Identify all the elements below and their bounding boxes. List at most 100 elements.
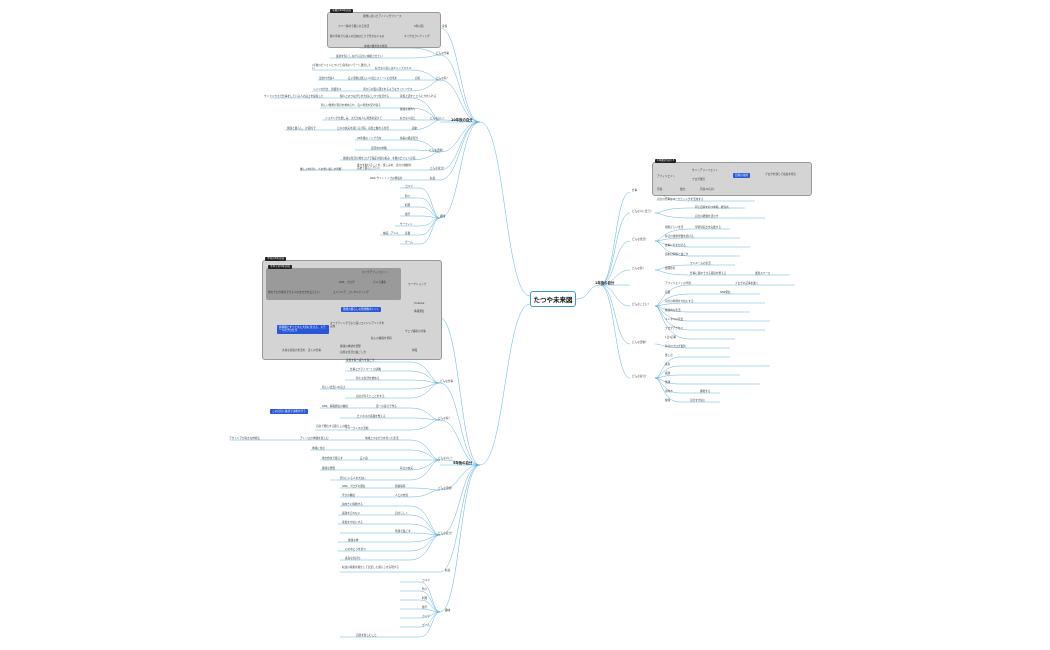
node-leaf[interactable]: 週末は家族と過ごす — [665, 253, 689, 256]
node-leaf[interactable]: 今後のビジョン計画 — [392, 157, 416, 160]
node-leaf[interactable]: 自分の経験を活かす — [695, 215, 719, 218]
node-leaf[interactable]: 広い部屋は楽しい人達とストーンに住宅を — [348, 77, 398, 80]
node-leaf[interactable]: 食事に気を付ける — [665, 244, 686, 247]
node-leaf[interactable]: サイトアフィリエイト — [692, 169, 718, 172]
node-self[interactable]: どんな自分？ — [430, 167, 446, 170]
node-leaf[interactable]: 毎日の運動習慣を続ける — [665, 235, 694, 238]
node-leaf[interactable]: アウトドアが好きな仲間と — [229, 437, 261, 440]
node-leaf[interactable]: Web サイトトップの増収を — [370, 177, 403, 180]
node-leaf[interactable]: 日々の充実を感じる計画、自然と触れる生活 — [337, 127, 389, 130]
node-leaf[interactable]: ワンルームの生活 — [690, 262, 711, 265]
node-leaf[interactable]: 好きな人達と — [400, 117, 416, 120]
node-leaf[interactable]: SNS、情報発信の継続 — [322, 405, 348, 408]
node-self-1y[interactable]: どんな自分？ — [632, 375, 648, 378]
node-leaf[interactable]: 最新を気にしながら自分に継続させたい — [336, 55, 383, 58]
node-leaf[interactable]: 個人年収でも収入の自由ひとりで見せないもの — [330, 35, 385, 38]
node-work-1y[interactable]: 仕事 — [632, 189, 638, 192]
node-leaf[interactable]: 地域に住む — [312, 447, 325, 450]
node-leaf[interactable]: 理想に近いピアノイングフリース — [363, 15, 402, 18]
node-leaf[interactable]: 読書 — [665, 291, 671, 294]
node-leaf[interactable]: 好きな人達にはギャップスキル — [375, 67, 412, 70]
branch-10year[interactable]: 10年後の自分 — [451, 118, 473, 122]
node-things-1y[interactable]: どんなことに？ — [632, 303, 651, 306]
node-leaf[interactable]: 自分らしく — [395, 512, 408, 515]
node-leaf[interactable]: 楽しむ — [665, 354, 673, 357]
node-leaf[interactable]: エンジニア、コンサルティング — [333, 291, 369, 294]
node-leaf[interactable]: 家族を振り返りを過ごす — [346, 359, 375, 362]
node-leaf[interactable]: ゴルフ — [422, 579, 430, 582]
node-leaf[interactable]: 温泉付き個人 — [319, 77, 335, 80]
node-people[interactable]: どんな人に？ — [430, 117, 446, 120]
node-leaf[interactable]: 仕事とプライベートの調和 — [350, 368, 382, 371]
node-self-5y[interactable]: どんな自分？ — [438, 532, 454, 535]
node-leaf[interactable]: 地方移住で暮らす — [322, 457, 343, 460]
node-leaf[interactable]: ビジネスの基盤を整える — [357, 415, 386, 418]
node-activity-5y[interactable]: どんな活動？ — [438, 487, 454, 490]
node-house[interactable]: どんな家？ — [436, 77, 449, 80]
node-leaf[interactable]: アフィリエイト — [657, 175, 676, 178]
node-leaf[interactable]: 前向きに挑戦する — [342, 503, 363, 506]
node-leaf[interactable]: 旅行 — [405, 213, 411, 216]
node-leaf[interactable]: 自分が考えたことをする — [356, 395, 385, 398]
node-leaf[interactable]: マーケティングでより深いエンジニアリングを実施 — [330, 322, 385, 328]
node-leaf[interactable]: 収益の基盤を確立して安定した暮らしを実現する — [342, 566, 399, 569]
node-hobby-5y[interactable]: 趣味 — [445, 609, 451, 612]
node-leaf[interactable]: 地方でも仕事ができる人の生き方を伝えたい — [268, 291, 320, 294]
node-leaf[interactable]: 挑戦する — [700, 390, 711, 393]
node-leaf[interactable]: 感謝を忘れない — [342, 512, 361, 515]
node-leaf[interactable]: 将来の資産配分 — [400, 137, 419, 140]
node-leaf[interactable]: アトリエの体験を楽しむ — [300, 437, 329, 440]
node-leaf[interactable]: 広い庭 — [360, 457, 368, 460]
node-leaf[interactable]: Youtube — [414, 302, 425, 305]
node-leaf[interactable]: 新たな生活を始める — [356, 377, 380, 380]
node-leaf[interactable]: 優しさを持ち、人を想い巡らす判断 — [300, 168, 342, 171]
node-leaf[interactable]: SNS発信 — [720, 291, 731, 294]
node-leaf[interactable]: 月収 — [657, 188, 663, 191]
node-leaf[interactable]: 規則正しい生活 — [665, 226, 684, 229]
node-leaf[interactable]: フリーランスの活動 — [345, 427, 369, 430]
node-family[interactable]: 家族 — [442, 25, 448, 28]
node-leaf[interactable]: 第一の自分で作る — [376, 405, 397, 408]
node-leaf[interactable]: 前向き — [665, 390, 673, 393]
node-leaf[interactable]: 個人とのつながりを大切にしつつ生活する — [340, 95, 390, 98]
node-hobby[interactable]: 趣味 — [440, 215, 446, 218]
node-leaf[interactable]: ワークショップ — [408, 283, 427, 286]
node-leaf[interactable]: 健康な体 — [348, 539, 359, 542]
node-leaf[interactable]: 心のゆとりを持つ — [345, 548, 366, 551]
node-leaf[interactable]: (今後のビジョンについて)自宅のリモート運営したい — [312, 64, 372, 70]
node-leaf[interactable]: 自身で発信する暮らしの魅力 — [316, 425, 350, 428]
node-leaf[interactable]: 同じ目標を持つ仲間、経営者 — [695, 206, 729, 209]
node-leaf[interactable]: 健康な生活の質を上げて保証の取り組み — [343, 157, 390, 160]
node-leaf[interactable]: 周りにいる人を大切に — [340, 477, 366, 480]
node-leaf[interactable]: 笑顔 — [665, 381, 671, 384]
node-leaf[interactable]: 新しい発想が意見を求められ、良い刺激を受け取る — [321, 104, 381, 107]
node-leaf[interactable]: マイクロランティング — [404, 35, 430, 38]
node-house-1y[interactable]: どんな家？ — [632, 267, 645, 270]
node-leaf[interactable]: 学びの継続 — [342, 494, 355, 497]
node-leaf[interactable]: 5年計画 — [414, 25, 424, 28]
node-leaf[interactable]: カメラ講座 — [373, 281, 386, 284]
node-leaf[interactable]: 毎日のブログ更新 — [665, 345, 686, 348]
node-leaf[interactable]: メンタルの安定 — [665, 318, 684, 321]
node-leaf[interactable]: ブログ運営 — [692, 178, 705, 181]
node-leaf[interactable]: マイクアフィリエイト — [362, 271, 388, 274]
node-leaf[interactable]: 地域の優秀性の維持 — [364, 45, 388, 48]
node-leaf[interactable]: 自分の時間を大切にする — [665, 300, 694, 303]
node-leaf[interactable]: 健康 — [665, 399, 671, 402]
node-house-5y[interactable]: どんな家？ — [438, 417, 451, 420]
node-leaf[interactable]: 健康な体作り — [400, 108, 416, 111]
node-leaf[interactable]: 仕事に集中できる環境を整える — [690, 272, 727, 275]
node-leaf[interactable]: 笑顔で過ごす — [395, 530, 411, 533]
node-leaf[interactable]: ゴルフ — [405, 185, 413, 188]
node-leaf[interactable]: ブログを通じて収益を得る — [765, 173, 797, 176]
node-leaf[interactable]: 休暇 — [412, 349, 418, 352]
node-leaf[interactable]: 健康的な生活 — [665, 309, 681, 312]
node-leaf[interactable]: 大切な家族の生活を、近くの仕事 — [282, 349, 321, 352]
node-people-5y[interactable]: どんな人に？ — [438, 457, 454, 460]
node-leaf[interactable]: 自然な生活の過ごし方 — [340, 351, 366, 354]
node-leaf[interactable]: ブログアクセス — [665, 327, 684, 330]
node-leaf[interactable]: 自分を大切に — [690, 399, 706, 402]
node-leaf[interactable]: 独立 — [680, 188, 686, 191]
node-leaf[interactable]: 健康と暮らし、計画性で — [287, 127, 316, 130]
node-leaf[interactable]: 月収10万円 — [700, 188, 714, 191]
